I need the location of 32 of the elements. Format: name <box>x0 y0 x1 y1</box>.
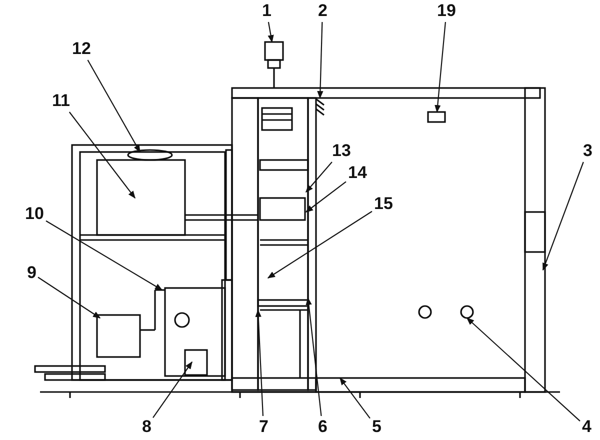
leader-line <box>87 60 140 153</box>
callout-number: 10 <box>25 205 44 223</box>
leader-line <box>340 377 370 419</box>
leader-line <box>268 22 274 43</box>
callout-number: 8 <box>142 418 152 436</box>
leader-line <box>317 22 324 99</box>
leader-line <box>466 317 580 422</box>
leader-line <box>255 309 264 416</box>
callout-number: 4 <box>582 418 592 436</box>
leader-line <box>305 181 346 212</box>
leader-line <box>267 210 372 278</box>
callout-number: 11 <box>52 92 70 110</box>
leader-line <box>434 22 446 113</box>
leader-line <box>542 162 584 271</box>
callout-number: 1 <box>262 2 272 20</box>
leader-line <box>306 162 332 193</box>
callout-number: 12 <box>72 40 91 58</box>
callout-number: 19 <box>437 2 456 20</box>
callout-number: 9 <box>27 264 36 282</box>
leader-line <box>306 297 322 416</box>
leader-line <box>46 220 163 290</box>
callout-number: 7 <box>259 418 268 436</box>
leader-line <box>68 112 136 199</box>
callout-number: 2 <box>318 2 328 20</box>
leader-line <box>38 276 101 318</box>
callout-number: 14 <box>348 164 367 182</box>
callout-number: 6 <box>318 418 328 436</box>
callout-number: 3 <box>583 142 592 160</box>
callout-number: 5 <box>372 418 382 436</box>
callout-number: 13 <box>332 142 351 160</box>
leader-line <box>152 361 192 418</box>
callout-number: 15 <box>374 195 393 213</box>
